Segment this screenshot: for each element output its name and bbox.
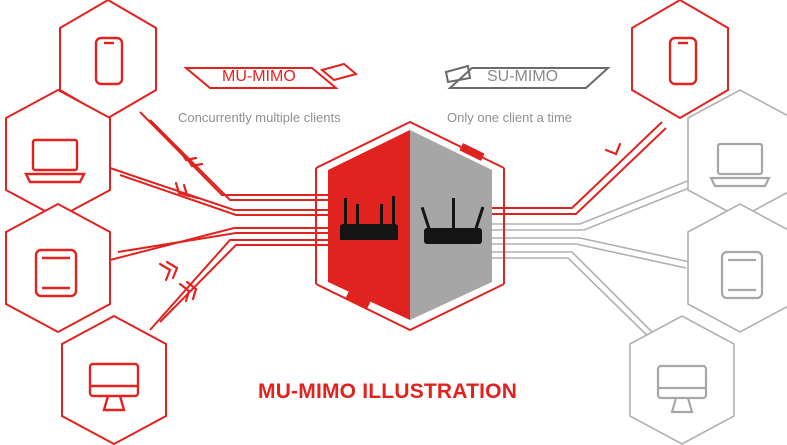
su-active-connection: [492, 121, 667, 215]
mu-connections: [109, 111, 340, 331]
desktop-icon: [656, 364, 708, 414]
right-hexagons-inactive: [629, 89, 787, 445]
mu-mimo-router: [340, 196, 398, 243]
right-hexagon-active: [631, 0, 729, 120]
tablet-icon: [34, 248, 78, 298]
laptop-icon: [24, 138, 86, 184]
mu-mimo-tag: [183, 62, 359, 89]
su-inactive-connections: [492, 175, 705, 353]
mu-arrows: [158, 148, 204, 303]
su-mimo-label: SU-MIMO: [487, 68, 559, 85]
su-arrow: [604, 142, 622, 156]
su-mimo-router: [420, 198, 485, 244]
mu-mimo-caption: Concurrently multiple clients: [178, 110, 341, 125]
su-mimo-tag: [444, 64, 611, 89]
tablet-icon: [720, 250, 764, 300]
laptop-icon: [709, 142, 771, 188]
mu-mimo-label: MU-MIMO: [222, 68, 296, 85]
left-hexagons: [5, 0, 167, 445]
phone-icon: [668, 36, 698, 86]
su-mimo-caption: Only one client a time: [447, 110, 573, 125]
phone-icon: [94, 36, 124, 86]
desktop-icon: [88, 362, 140, 412]
diagram-title: MU-MIMO ILLUSTRATION: [258, 380, 518, 403]
